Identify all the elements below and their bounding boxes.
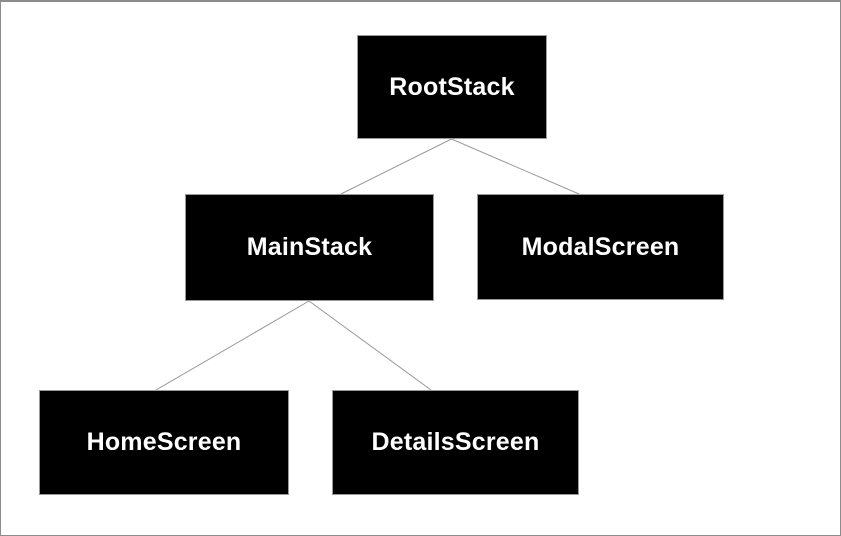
- node-rootstack-label: RootStack: [389, 72, 515, 101]
- node-mainstack: MainStack: [185, 194, 434, 301]
- edge-mainstack-homescreen: [155, 300, 310, 391]
- edge-rootstack-modalscreen: [451, 138, 580, 195]
- node-rootstack: RootStack: [357, 35, 547, 139]
- edge-mainstack-detailsscreen: [308, 300, 432, 391]
- edge-rootstack-mainstack: [340, 138, 452, 195]
- node-modalscreen: ModalScreen: [477, 194, 724, 300]
- node-homescreen-label: HomeScreen: [86, 428, 242, 456]
- node-detailsscreen: DetailsScreen: [332, 390, 579, 495]
- node-homescreen: HomeScreen: [39, 390, 289, 495]
- node-modalscreen-label: ModalScreen: [521, 232, 680, 261]
- node-mainstack-label: MainStack: [246, 233, 373, 261]
- node-detailsscreen-label: DetailsScreen: [371, 428, 540, 456]
